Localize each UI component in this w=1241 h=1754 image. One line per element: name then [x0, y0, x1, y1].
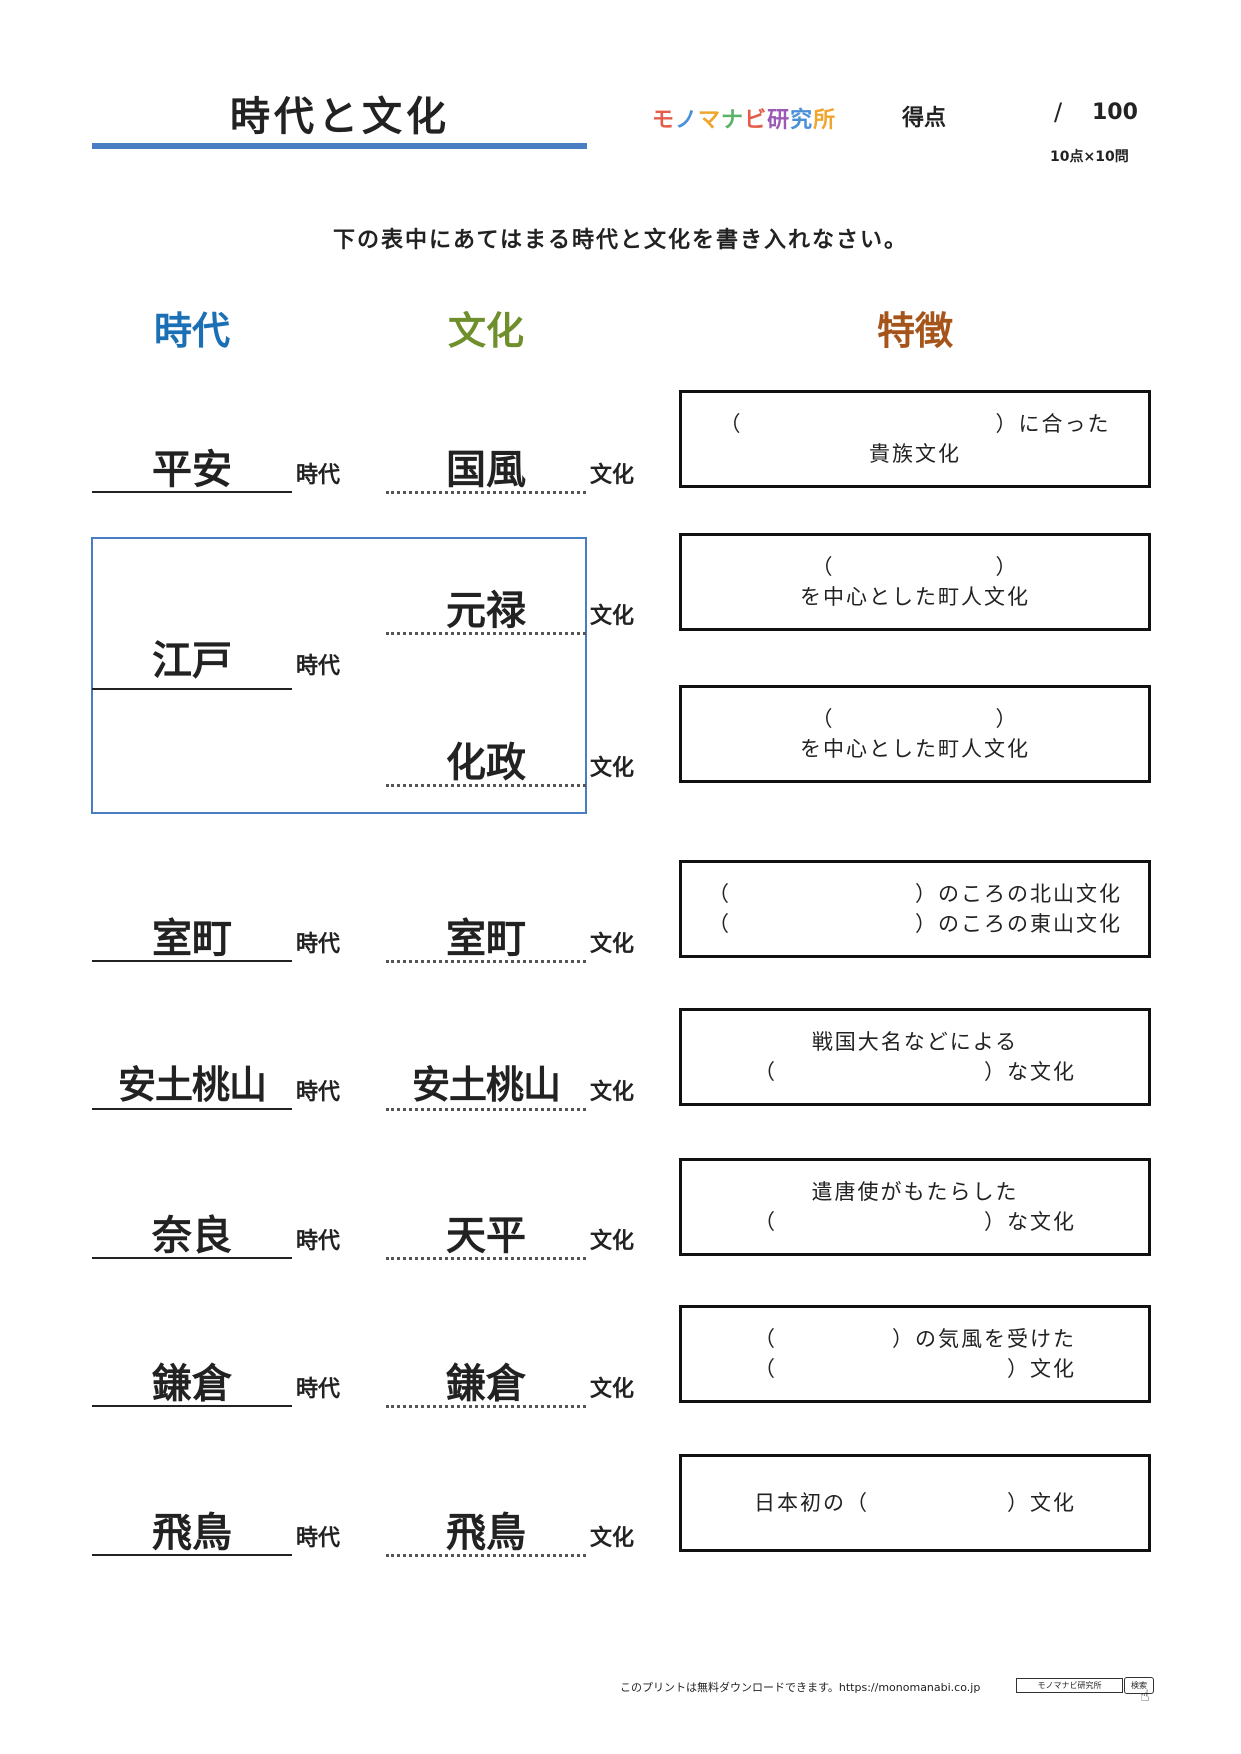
edo-group-frame: [91, 537, 587, 814]
culture-suffix: 文化: [590, 756, 635, 781]
culture-answer: 元禄: [446, 588, 526, 634]
feature-line: （ ）: [811, 555, 1019, 579]
feature-box: （ ） を中心とした町人文化: [679, 533, 1151, 631]
culture-suffix: 文化: [590, 1229, 635, 1254]
era-answer: 平安: [152, 447, 232, 493]
feature-line: （ ）に合った: [719, 412, 1111, 436]
feature-line: （ ）文化: [754, 1357, 1076, 1381]
feature-line: 戦国大名などによる: [811, 1030, 1019, 1054]
era-answer-line: [92, 491, 292, 493]
era-suffix: 時代: [296, 1377, 341, 1402]
culture-answer-line: [386, 1554, 586, 1557]
era-answer-line: [92, 1554, 292, 1556]
culture-answer-line: [386, 1108, 586, 1111]
culture-answer-line: [386, 784, 586, 787]
era-suffix: 時代: [296, 1080, 341, 1105]
era-answer-line: [92, 1108, 292, 1110]
search-button: 検索: [1124, 1677, 1154, 1694]
feature-line: （ ）な文化: [754, 1060, 1076, 1084]
feature-line: （ ）のころの東山文化: [708, 912, 1122, 936]
era-answer-line: [92, 688, 292, 690]
title-underline: [92, 143, 587, 149]
culture-answer: 天平: [446, 1213, 526, 1259]
era-answer-line: [92, 960, 292, 962]
feature-line: を中心とした町人文化: [800, 585, 1030, 609]
culture-answer-line: [386, 960, 586, 963]
page-title: 時代と文化: [230, 94, 450, 140]
score-slash: /: [1054, 98, 1063, 126]
era-answer: 安土桃山: [117, 1063, 267, 1107]
feature-box: （ ）に合った貴族文化: [679, 390, 1151, 488]
score-label: 得点: [902, 106, 947, 131]
culture-suffix: 文化: [590, 932, 635, 957]
era-suffix: 時代: [296, 654, 341, 679]
era-suffix: 時代: [296, 463, 341, 488]
culture-answer-line: [386, 632, 586, 635]
feature-line: を中心とした町人文化: [800, 737, 1030, 761]
culture-answer-line: [386, 491, 586, 494]
culture-suffix: 文化: [590, 604, 635, 629]
culture-answer: 安土桃山: [411, 1063, 561, 1107]
column-heading-era: 時代: [153, 309, 230, 353]
feature-line: （ ）な文化: [754, 1210, 1076, 1234]
feature-line: （ ）: [811, 707, 1019, 731]
feature-line: 遣唐使がもたらした: [811, 1180, 1019, 1204]
era-answer: 室町: [152, 916, 232, 962]
instruction: 下の表中にあてはまる時代と文化を書き入れなさい。: [332, 228, 909, 253]
footer-text: このプリントは無料ダウンロードできます。https://monomanabi.c…: [620, 1681, 981, 1694]
feature-box: 日本初の（ ）文化: [679, 1454, 1151, 1552]
culture-suffix: 文化: [590, 1377, 635, 1402]
feature-line: （ ）のころの北山文化: [708, 882, 1122, 906]
culture-answer: 国風: [446, 447, 526, 493]
culture-answer: 飛鳥: [446, 1510, 526, 1556]
search-box: モノマナビ研究所: [1016, 1678, 1123, 1693]
hand-cursor-icon: ☝: [1140, 1686, 1150, 1705]
culture-suffix: 文化: [590, 463, 635, 488]
era-answer-line: [92, 1405, 292, 1407]
column-heading-feature: 特徴: [876, 309, 953, 353]
culture-suffix: 文化: [590, 1080, 635, 1105]
feature-box: 戦国大名などによる （ ）な文化: [679, 1008, 1151, 1106]
feature-line: 日本初の（ ）文化: [754, 1491, 1076, 1515]
logo: モノマナビ研究所: [652, 108, 837, 133]
era-answer: 奈良: [152, 1213, 232, 1259]
feature-line: 貴族文化: [869, 442, 961, 466]
era-answer-line: [92, 1257, 292, 1259]
feature-box: （ ） を中心とした町人文化: [679, 685, 1151, 783]
culture-answer: 鎌倉: [446, 1361, 526, 1407]
feature-box: 遣唐使がもたらした （ ）な文化: [679, 1158, 1151, 1256]
era-suffix: 時代: [296, 932, 341, 957]
era-answer: 鎌倉: [152, 1361, 232, 1407]
score-note: 10点×10問: [1050, 149, 1129, 165]
culture-suffix: 文化: [590, 1526, 635, 1551]
feature-line: （ ）の気風を受けた: [754, 1327, 1076, 1351]
era-suffix: 時代: [296, 1526, 341, 1551]
column-heading-culture: 文化: [447, 309, 524, 353]
culture-answer: 室町: [446, 916, 526, 962]
era-answer: 飛鳥: [152, 1510, 232, 1556]
culture-answer: 化政: [446, 740, 526, 786]
era-answer: 江戸: [152, 638, 232, 684]
culture-answer-line: [386, 1405, 586, 1408]
score-max: 100: [1092, 100, 1138, 125]
era-suffix: 時代: [296, 1229, 341, 1254]
feature-box: （ ）の気風を受けた （ ）文化: [679, 1305, 1151, 1403]
culture-answer-line: [386, 1257, 586, 1260]
feature-box: （ ）のころの北山文化 （ ）のころの東山文化: [679, 860, 1151, 958]
